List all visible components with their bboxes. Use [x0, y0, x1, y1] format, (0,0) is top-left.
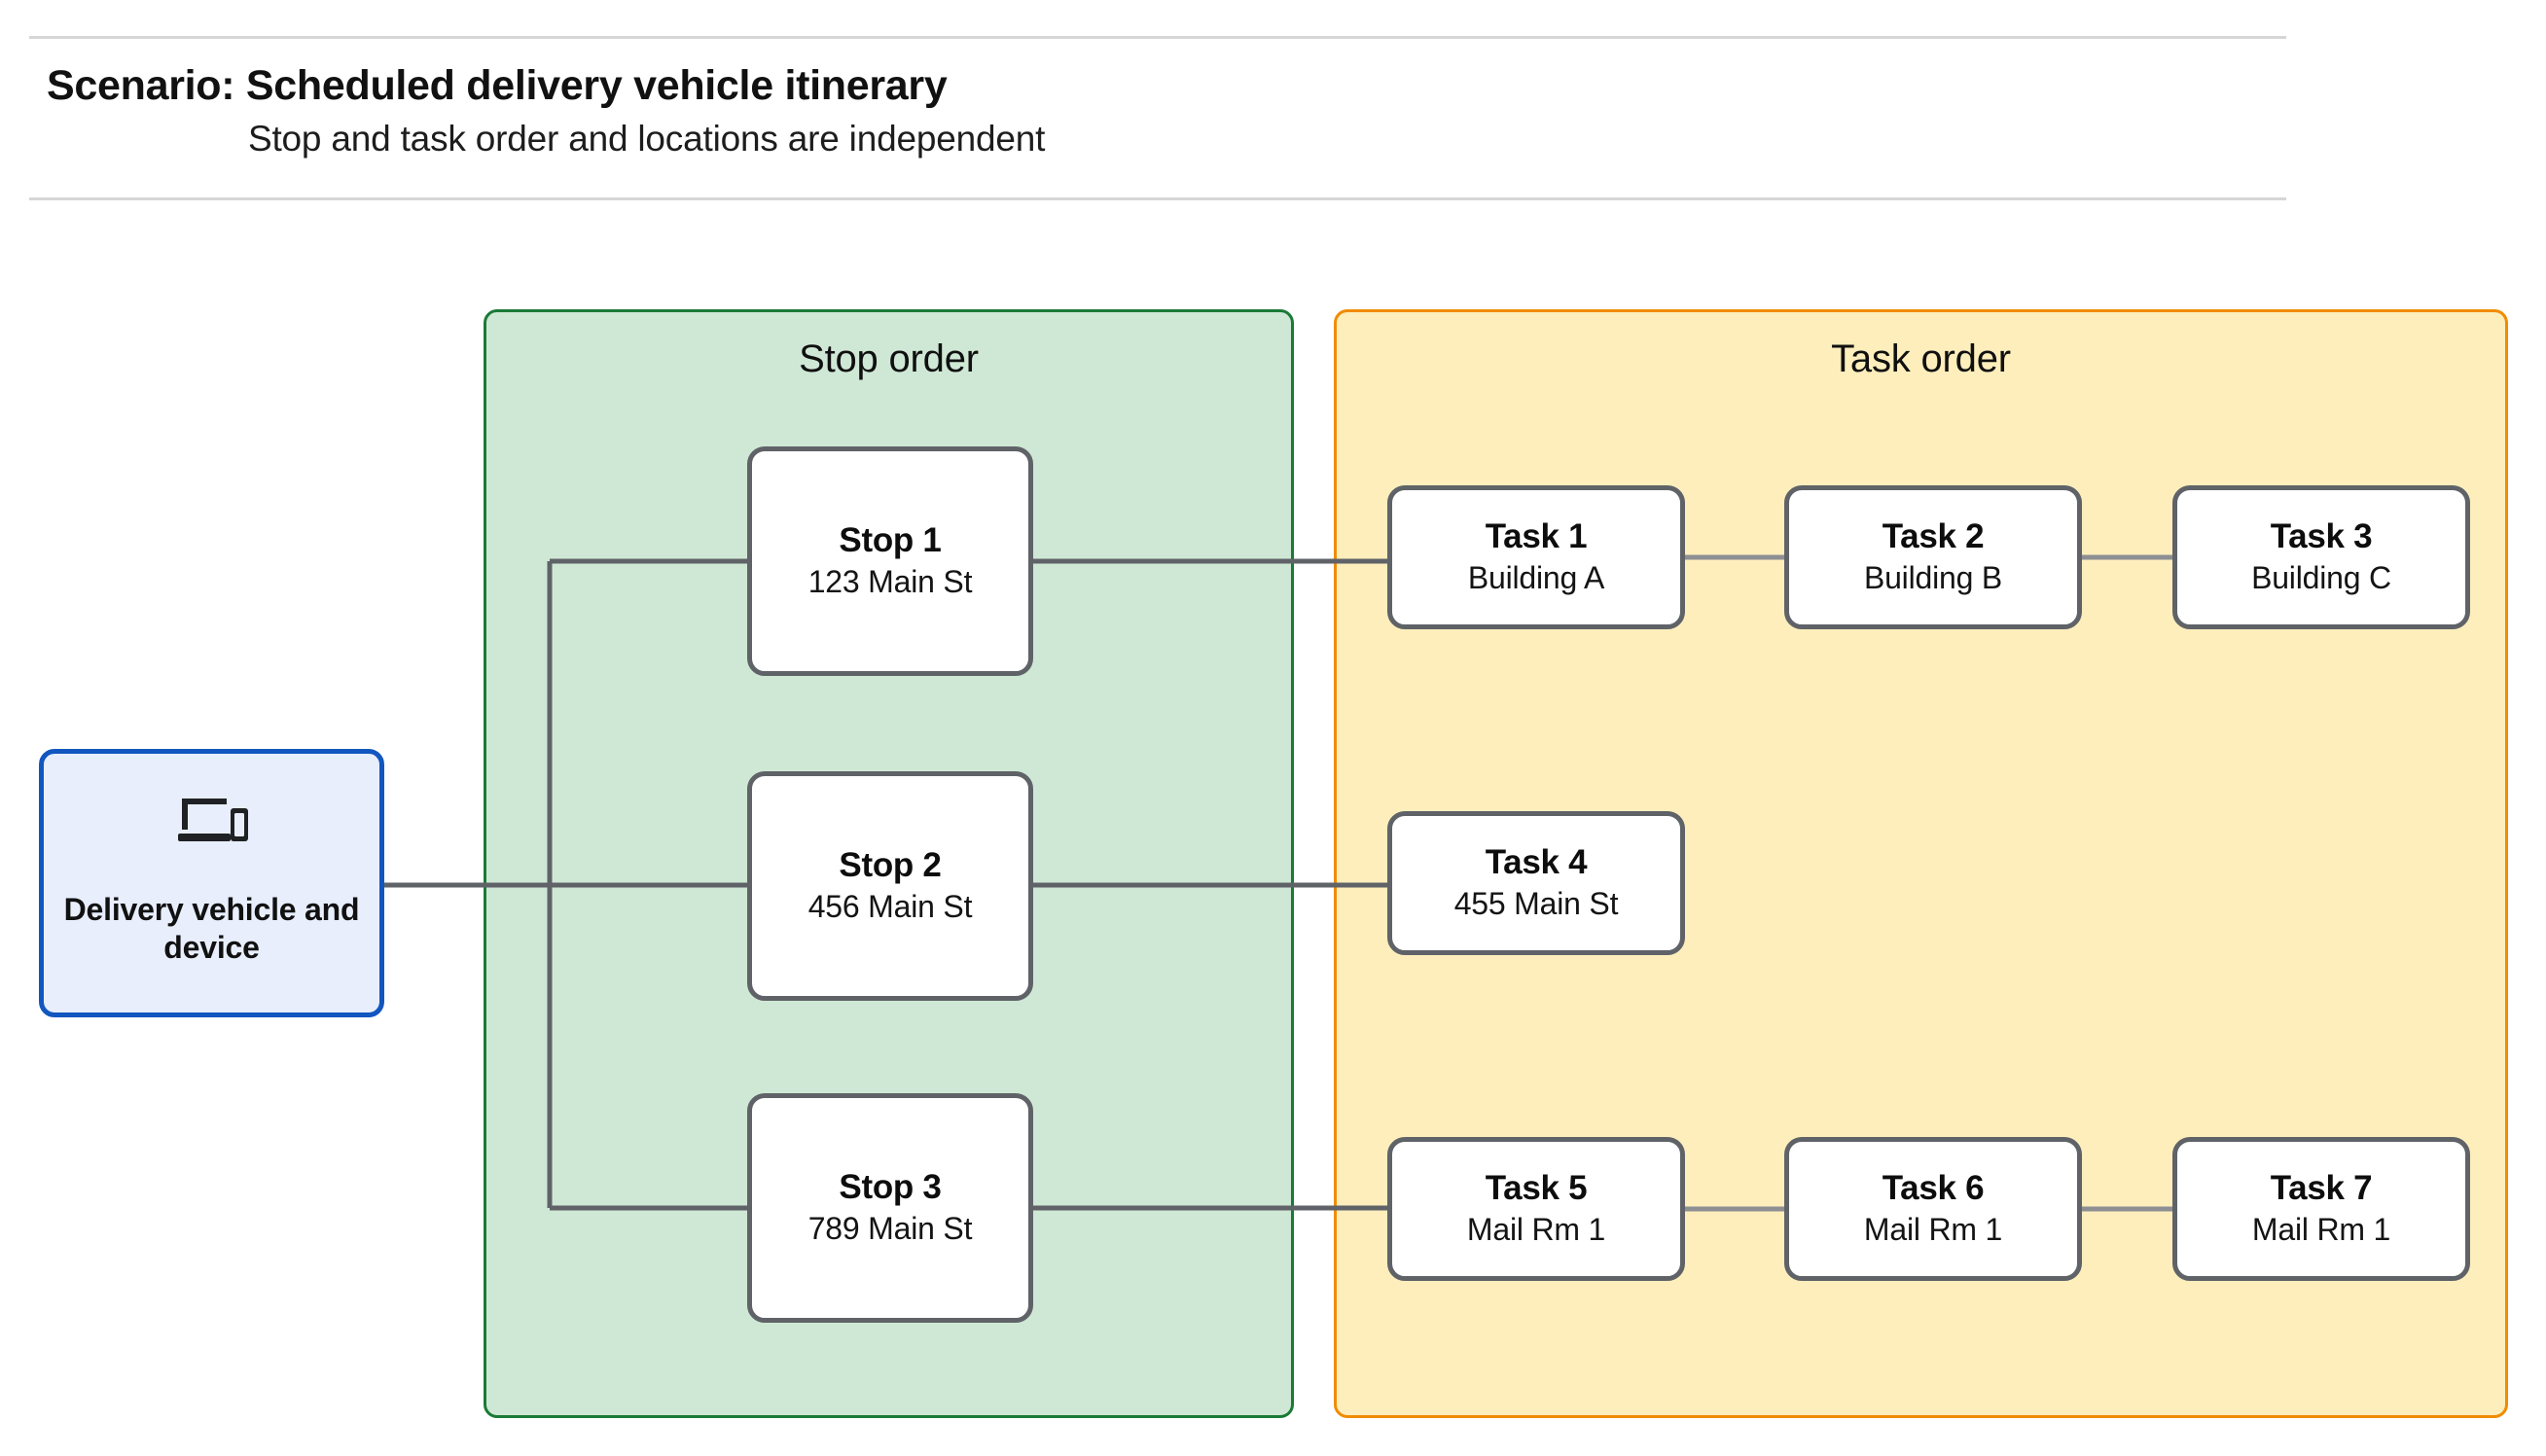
stop-node-location: 123 Main St: [807, 563, 973, 599]
task-node-6[interactable]: Task 6 Mail Rm 1: [1784, 1137, 2082, 1281]
task-node-location: Building B: [1863, 559, 2003, 595]
header-divider-top: [29, 36, 2286, 39]
stop-node-title: Stop 1: [839, 521, 942, 560]
task-node-title: Task 5: [1485, 1169, 1588, 1208]
task-node-location: Mail Rm 1: [2251, 1211, 2391, 1247]
devices-laptop-phone-icon: [174, 795, 250, 858]
stop-node-3[interactable]: Stop 3 789 Main St: [747, 1093, 1033, 1323]
device-node-label: Delivery vehicle and device: [63, 892, 360, 965]
stop-order-panel-title: Stop order: [799, 337, 979, 380]
task-node-5[interactable]: Task 5 Mail Rm 1: [1387, 1137, 1685, 1281]
task-order-panel-title: Task order: [1831, 337, 2011, 380]
task-node-location: Mail Rm 1: [1466, 1211, 1606, 1247]
task-node-2[interactable]: Task 2 Building B: [1784, 485, 2082, 629]
header-divider-bottom: [29, 197, 2286, 200]
stop-node-location: 789 Main St: [807, 1210, 973, 1246]
stop-node-title: Stop 3: [839, 1168, 942, 1207]
task-node-location: Building A: [1467, 559, 1605, 595]
task-node-location: Mail Rm 1: [1863, 1211, 2003, 1247]
page-title: Scenario: Scheduled delivery vehicle iti…: [47, 62, 948, 109]
task-node-title: Task 2: [1882, 517, 1985, 556]
task-node-7[interactable]: Task 7 Mail Rm 1: [2172, 1137, 2470, 1281]
task-node-title: Task 4: [1485, 843, 1588, 882]
task-node-location: 455 Main St: [1453, 885, 1619, 921]
stop-node-location: 456 Main St: [807, 888, 973, 924]
stop-node-title: Stop 2: [839, 846, 942, 885]
page-subtitle: Stop and task order and locations are in…: [248, 119, 1046, 159]
stop-node-2[interactable]: Stop 2 456 Main St: [747, 771, 1033, 1001]
stop-node-1[interactable]: Stop 1 123 Main St: [747, 446, 1033, 676]
task-node-1[interactable]: Task 1 Building A: [1387, 485, 1685, 629]
task-node-title: Task 6: [1882, 1169, 1985, 1208]
task-node-location: Building C: [2251, 559, 2391, 595]
task-node-4[interactable]: Task 4 455 Main St: [1387, 811, 1685, 955]
task-node-title: Task 1: [1485, 517, 1588, 556]
task-node-title: Task 7: [2270, 1169, 2373, 1208]
delivery-vehicle-and-device-node[interactable]: Delivery vehicle and device: [39, 749, 384, 1017]
task-node-3[interactable]: Task 3 Building C: [2172, 485, 2470, 629]
task-node-title: Task 3: [2270, 517, 2373, 556]
